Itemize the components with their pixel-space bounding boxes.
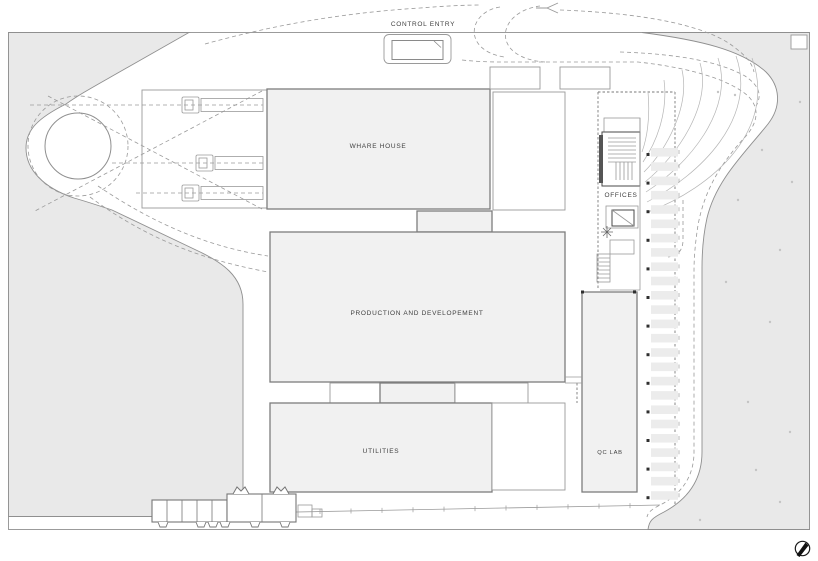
parking-stall	[651, 376, 678, 386]
truck-icon	[181, 96, 264, 114]
parking-stall	[651, 162, 678, 171]
parking-stall	[651, 176, 678, 186]
qc-link-lines	[565, 376, 582, 384]
parking-stall	[651, 348, 678, 357]
parking-post	[646, 296, 650, 299]
parking-post	[646, 381, 650, 385]
parking-post	[646, 496, 650, 500]
control-entry-label: CONTROL ENTRY	[391, 21, 455, 28]
parking-stall	[651, 491, 678, 500]
truck-icon	[195, 154, 264, 172]
parking-stall	[651, 148, 678, 157]
land-left	[8, 32, 244, 517]
vegetation-dots	[698, 90, 802, 522]
parking-stall	[651, 276, 678, 286]
parking-stall	[651, 248, 678, 257]
parking-stall	[651, 305, 678, 314]
parking-post	[646, 439, 650, 442]
flow-curves	[641, 55, 758, 213]
parking-post	[646, 181, 650, 185]
parking-stall	[651, 434, 678, 443]
roundabout-outer-ring	[27, 95, 129, 197]
production-building: PRODUCTION AND DEVELOPEMENT	[269, 231, 566, 383]
parking-stall	[651, 262, 678, 271]
parking-stall	[651, 319, 678, 329]
link-outline-left	[329, 382, 381, 404]
production-label: PRODUCTION AND DEVELOPEMENT	[350, 310, 483, 317]
parking-post	[646, 210, 650, 214]
parking-stall	[651, 448, 678, 457]
utilities-label: UTILITIES	[363, 448, 400, 455]
parking-post	[646, 410, 650, 414]
link-outline-right	[454, 382, 529, 404]
mechanical-units	[151, 486, 323, 528]
roundabout	[27, 95, 129, 197]
tree-icon	[601, 226, 613, 238]
truck-icon	[181, 184, 264, 202]
parking-post	[646, 324, 650, 328]
offices-zone: OFFICES	[596, 55, 758, 505]
parking-stall	[651, 233, 678, 243]
curb-line	[244, 503, 661, 516]
parking-stall	[651, 391, 678, 400]
parking-post	[646, 353, 650, 357]
offices-label: OFFICES	[604, 192, 637, 199]
parking-stall	[651, 291, 678, 300]
utility-pad	[790, 34, 808, 50]
offices-floorplan: OFFICES	[596, 117, 641, 291]
warehouse-building: WHARE HOUSE	[266, 88, 491, 210]
parking-stall	[651, 476, 678, 486]
utilities-yard-outline	[491, 402, 566, 491]
parking-post	[646, 153, 650, 156]
parking-stall	[651, 419, 678, 429]
parking-post	[646, 267, 650, 271]
direction-arrow-icon	[536, 2, 559, 14]
guard-house	[383, 34, 452, 64]
parking-post	[646, 467, 650, 471]
north-arrow-icon	[794, 540, 811, 557]
link-warehouse-production	[416, 210, 493, 233]
parking-stall	[651, 190, 678, 200]
hall-outline	[492, 91, 566, 211]
parking-stall	[651, 405, 678, 414]
roof-block-1	[489, 66, 541, 90]
parking-stall	[651, 205, 678, 214]
warehouse-label: WHARE HOUSE	[350, 143, 407, 150]
roof-block-2	[559, 66, 611, 90]
link-production-utilities	[379, 382, 456, 404]
parking-stalls	[646, 148, 680, 500]
parking-stall	[651, 362, 678, 372]
qc-lab-building: QC LAB	[581, 290, 638, 493]
qc-lab-label: QC LAB	[597, 450, 622, 456]
parking-stall	[651, 333, 678, 343]
parking-stall	[651, 219, 678, 229]
roundabout-island	[44, 112, 112, 180]
parking-stall	[651, 462, 678, 472]
utilities-building: UTILITIES	[269, 402, 493, 493]
parking-post	[646, 238, 650, 242]
